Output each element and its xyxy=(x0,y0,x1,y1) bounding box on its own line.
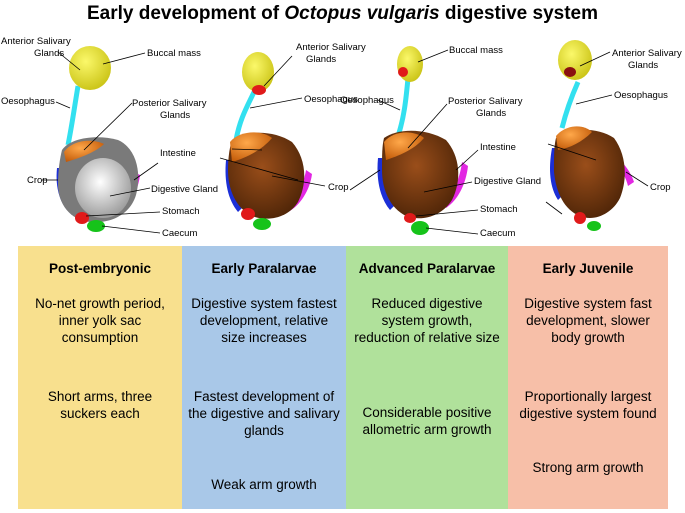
stage3-anterior-salivary-gland xyxy=(397,46,423,82)
stage4-oesophagus xyxy=(559,80,581,129)
label-stomach-2: Stomach xyxy=(480,204,518,215)
title-suffix: digestive system xyxy=(439,3,599,24)
label-posterior-salivary-2a: Posterior Salivary xyxy=(448,96,523,107)
label-posterior-salivary-1b: Glands xyxy=(160,110,190,121)
stage-heading: Early Juvenile xyxy=(542,261,634,276)
stage3-posterior-salivary-gland xyxy=(384,132,424,160)
label-oesophagus-3: Oesophagus xyxy=(340,95,394,106)
label-posterior-salivary-1a: Posterior Salivary xyxy=(132,98,207,109)
stage3-stomach xyxy=(404,213,416,223)
stage-panel-post-embryonic: Post-embryonic No-net growth period, inn… xyxy=(18,246,182,509)
label-anterior-salivary-2b: Glands xyxy=(306,54,336,65)
stage2-anterior-salivary-gland xyxy=(242,52,274,92)
stage1-caecum xyxy=(87,220,105,232)
digestive-system-illustration: Anterior Salivary Glands Buccal mass Oes… xyxy=(1,36,682,239)
stage1-stomach xyxy=(75,212,89,224)
label-intestine-1: Intestine xyxy=(160,148,196,159)
stage-panel-advanced-paralarvae: Advanced Paralarvae Reduced digestive sy… xyxy=(346,246,508,509)
stage4-buccal-mass xyxy=(564,67,576,77)
stage-text: Reduced digestive system growth, reducti… xyxy=(354,296,500,345)
label-anterior-salivary-4b: Glands xyxy=(628,60,658,71)
label-stomach-1: Stomach xyxy=(162,206,200,217)
stage2-model xyxy=(225,52,312,230)
title-prefix: Early development of xyxy=(86,3,285,24)
label-buccal-mass-1: Buccal mass xyxy=(147,48,201,59)
stage2-oesophagus xyxy=(233,90,257,141)
stage1-yolk-sac xyxy=(75,158,131,218)
label-anterior-salivary-4a: Anterior Salivary xyxy=(612,48,682,59)
stage-text: Digestive system fast development, slowe… xyxy=(524,296,652,345)
stage-text: Proportionally largest digestive system … xyxy=(519,389,657,421)
stage-text: Digestive system fastest development, re… xyxy=(191,296,337,345)
stage3-model xyxy=(377,46,468,235)
title-species: Octopus vulgaris xyxy=(284,3,440,24)
stage3-buccal-mass xyxy=(398,67,408,77)
stage-heading: Advanced Paralarvae xyxy=(358,261,496,276)
stage4-posterior-salivary-gland xyxy=(556,126,592,150)
stage4-stomach xyxy=(574,212,586,224)
stage4-caecum xyxy=(587,221,601,231)
label-caecum-2: Caecum xyxy=(480,228,515,239)
label-crop-1: Crop xyxy=(27,175,48,186)
stage-heading: Post-embryonic xyxy=(48,261,152,276)
stage-panel-early-juvenile: Early Juvenile Digestive system fast dev… xyxy=(508,246,668,509)
label-anterior-salivary-2a: Anterior Salivary xyxy=(296,42,366,53)
label-anterior-salivary-2: Glands xyxy=(34,48,64,59)
stage4-model xyxy=(550,40,634,231)
stage-text: Strong arm growth xyxy=(532,460,644,475)
stage-text: Weak arm growth xyxy=(211,477,317,492)
label-digestive-gland-2: Digestive Gland xyxy=(474,176,541,187)
stage3-oesophagus xyxy=(395,77,411,137)
stage-text: Fastest development of the digestive and… xyxy=(188,389,340,438)
stage1-posterior-salivary-gland xyxy=(64,140,104,162)
label-oesophagus-1: Oesophagus xyxy=(1,96,55,107)
label-crop-4: Crop xyxy=(650,182,671,193)
stage3-caecum xyxy=(411,221,429,235)
figure-title: Early development of Octopus vulgaris di… xyxy=(0,2,685,26)
leader-lines xyxy=(42,49,649,235)
label-oesophagus-4: Oesophagus xyxy=(614,90,668,101)
stage1-anterior-salivary-gland xyxy=(69,46,111,90)
stage2-buccal-mass xyxy=(252,85,266,95)
stage2-caecum xyxy=(253,218,271,230)
stage-panels: Post-embryonic No-net growth period, inn… xyxy=(18,246,668,509)
stage-panel-early-paralarvae: Early Paralarvae Digestive system fastes… xyxy=(182,246,346,509)
stage2-stomach xyxy=(241,208,255,220)
stage1-oesophagus xyxy=(65,85,81,146)
stage2-posterior-salivary-gland xyxy=(230,132,272,162)
stage-text: Considerable positive allometric arm gro… xyxy=(362,405,492,437)
stage1-model xyxy=(56,46,140,232)
label-anterior-salivary-1: Anterior Salivary xyxy=(1,36,71,47)
stage-text: Short arms, three suckers each xyxy=(47,389,153,421)
label-posterior-salivary-2b: Glands xyxy=(476,108,506,119)
stage-text: No-net growth period, inner yolk sac con… xyxy=(35,296,165,345)
label-oesophagus-2: Oesophagus xyxy=(304,94,358,105)
label-buccal-mass-2: Buccal mass xyxy=(449,45,503,56)
label-intestine-2: Intestine xyxy=(480,142,516,153)
label-digestive-gland-1: Digestive Gland xyxy=(151,184,218,195)
label-crop-2: Crop xyxy=(328,182,349,193)
stage-heading: Early Paralarvae xyxy=(211,261,317,276)
label-caecum-1: Caecum xyxy=(162,228,197,239)
